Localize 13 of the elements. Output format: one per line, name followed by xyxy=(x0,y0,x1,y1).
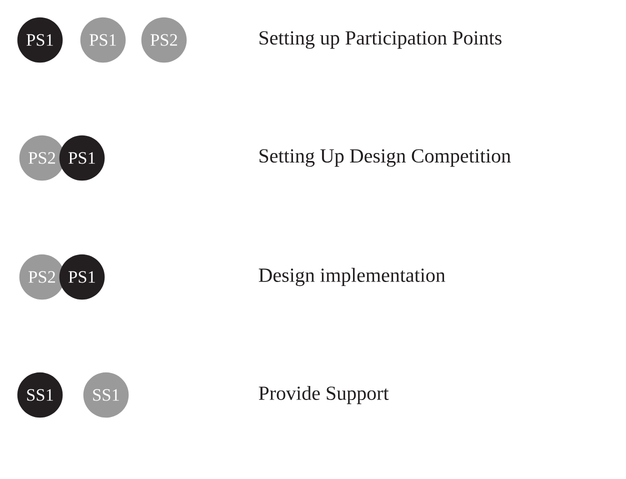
step-label: Setting Up Design Competition xyxy=(260,149,511,167)
step-label: Provide Support xyxy=(258,386,389,404)
circle-badge: PS2 xyxy=(141,17,187,63)
circle-badge: SS1 xyxy=(83,372,129,418)
circle-badge: PS2 xyxy=(19,254,65,300)
circle-badge: PS1 xyxy=(17,17,63,63)
circle-badge: PS2 xyxy=(19,135,65,181)
circle-badge: PS1 xyxy=(59,254,105,300)
step-label: Setting up Participation Points xyxy=(260,31,502,49)
circle-badge: SS1 xyxy=(17,372,63,418)
circle-badge: PS1 xyxy=(80,17,126,63)
circle-badge: PS1 xyxy=(59,135,105,181)
step-label: Design implementation xyxy=(258,268,446,286)
